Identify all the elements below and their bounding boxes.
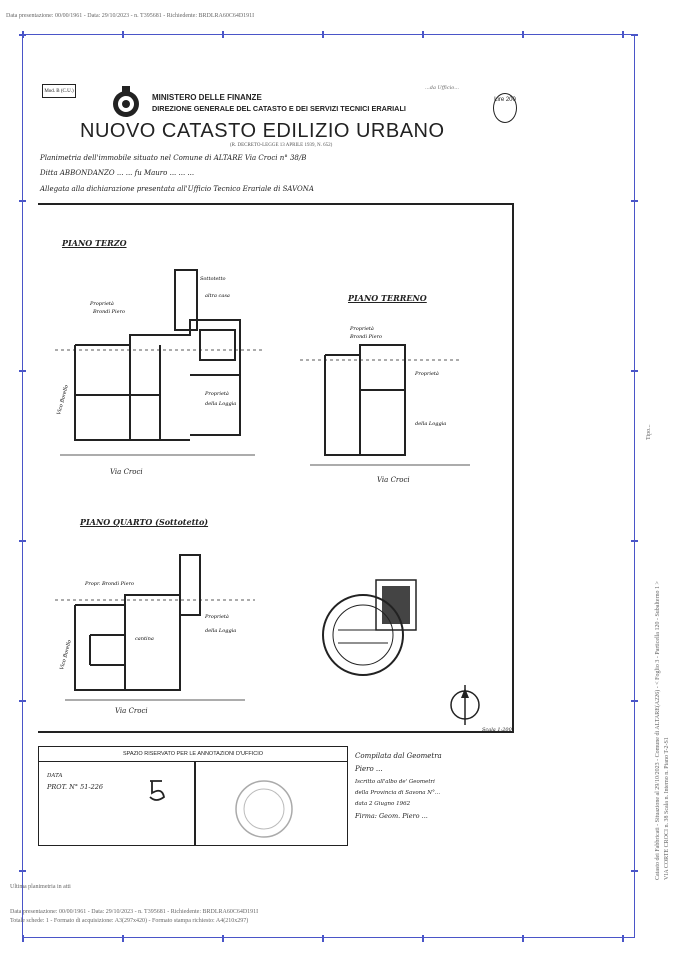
frame-tick-bottom bbox=[222, 935, 224, 942]
top-right-note: ...da Ufficio... bbox=[425, 85, 459, 91]
svg-text:altra casa: altra casa bbox=[205, 293, 230, 299]
label-via-croci-1: Via Croci bbox=[110, 468, 143, 476]
document-title: NUOVO CATASTO EDILIZIO URBANO bbox=[80, 120, 445, 142]
modello-box: Mod. B (C.U.) bbox=[42, 84, 76, 98]
frame-tick-left bbox=[19, 34, 26, 36]
frame-tick-right bbox=[631, 200, 638, 202]
emblem-icon bbox=[113, 86, 139, 117]
document-line2: Ditta ABBONDANZO ... ... fu Mauro ... ..… bbox=[40, 169, 195, 177]
ultima-planimetria: Ultima planimetria in atti bbox=[10, 884, 71, 890]
frame-tick-bottom bbox=[522, 935, 524, 942]
frame-tick-right bbox=[631, 34, 638, 36]
frame-tick-left bbox=[19, 870, 26, 872]
plan-piano-quarto: Propr. Brondi Piero Proprietà della Logg… bbox=[55, 554, 255, 701]
svg-text:Propr. Brondi Piero: Propr. Brondi Piero bbox=[84, 581, 134, 587]
svg-text:Proprietà: Proprietà bbox=[204, 613, 229, 620]
svg-text:della Loggia: della Loggia bbox=[205, 401, 236, 407]
ministry-line1: MINISTERO DELLE FINANZE bbox=[152, 93, 262, 102]
svg-text:Vico Borello: Vico Borello bbox=[59, 639, 73, 670]
side-stamp-3: Tipo... bbox=[646, 424, 652, 440]
label-piano-terzo: PIANO TERZO bbox=[62, 238, 127, 248]
svg-text:della Loggia: della Loggia bbox=[415, 421, 446, 427]
frame-tick-top bbox=[622, 31, 624, 38]
frame-tick-bottom bbox=[322, 935, 324, 942]
iscritto: Iscritto all'albo de' Geometri bbox=[355, 779, 435, 785]
svg-text:Vico Borello: Vico Borello bbox=[56, 384, 70, 415]
frame-tick-top bbox=[222, 31, 224, 38]
document-line1: Planimetria dell'immobile situato nel Co… bbox=[40, 154, 307, 162]
plan-piano-terzo: Proprietà Brondi Piero Proprietà della L… bbox=[55, 269, 265, 456]
svg-text:Brondi Piero: Brondi Piero bbox=[92, 309, 125, 315]
header-stamp: Data presentazione: 00/00/1961 - Data: 2… bbox=[6, 13, 255, 19]
svg-text:Proprietà: Proprietà bbox=[89, 300, 114, 307]
label-via-croci-2: Via Croci bbox=[377, 476, 410, 484]
data-firma: data 2 Giugno 1962 bbox=[355, 801, 411, 807]
document-subtitle: (R. DECRETO-LEGGE 13 APRILE 1939, N. 652… bbox=[230, 143, 333, 148]
annotations-box: SPAZIO RISERVATO PER LE ANNOTAZIONI D'UF… bbox=[38, 746, 348, 846]
provincia: della Provincia di Savona N°... bbox=[355, 790, 441, 796]
label-via-croci-3: Via Croci bbox=[115, 707, 148, 715]
firma: Firma: Geom. Piero ... bbox=[355, 812, 428, 820]
frame-tick-bottom bbox=[22, 935, 24, 942]
frame-tick-left bbox=[19, 200, 26, 202]
side-stamp-2: VIA CORTE CROCI n. 38 Scala n. Interno n… bbox=[664, 737, 670, 880]
frame-tick-bottom bbox=[622, 935, 624, 942]
faint-stamp bbox=[235, 780, 293, 838]
svg-text:Brondi Piero: Brondi Piero bbox=[349, 334, 382, 340]
footer-formats: Totale schede: 1 - Formato di acquisizio… bbox=[10, 918, 249, 924]
data-label: DATA bbox=[47, 773, 63, 779]
nome: Piero ... bbox=[355, 765, 383, 773]
scale-label: Scala 1:200 bbox=[482, 727, 512, 733]
prot-label: PROT. N° 51-226 bbox=[47, 783, 103, 791]
frame-tick-top bbox=[322, 31, 324, 38]
svg-text:Proprietà: Proprietà bbox=[349, 325, 374, 332]
frame-tick-top bbox=[422, 31, 424, 38]
handwritten-mark bbox=[149, 780, 165, 801]
document-line3: Allegata alla dichiarazione presentata a… bbox=[40, 185, 314, 193]
stamp-duty-badge: Lire 200 bbox=[493, 93, 517, 123]
svg-text:Proprietà: Proprietà bbox=[414, 370, 439, 377]
ministry-line2: DIREZIONE GENERALE DEL CATASTO E DEI SER… bbox=[152, 104, 406, 113]
compilato: Compilata dal Geometra bbox=[355, 752, 442, 760]
label-piano-quarto: PIANO QUARTO (Sottotetto) bbox=[80, 517, 209, 527]
frame-tick-left bbox=[19, 700, 26, 702]
page-frame bbox=[22, 34, 635, 938]
annotations-divider bbox=[194, 761, 196, 845]
postage-stamp-seal bbox=[322, 579, 417, 676]
footer-stamp: Data presentazione: 00/00/1961 - Data: 2… bbox=[10, 909, 259, 915]
frame-tick-right bbox=[631, 370, 638, 372]
frame-tick-left bbox=[19, 370, 26, 372]
label-piano-terreno: PIANO TERRENO bbox=[348, 293, 427, 303]
frame-tick-left bbox=[19, 540, 26, 542]
compiler-block: Compilata dal Geometra Piero ... Iscritt… bbox=[355, 752, 515, 820]
frame-tick-right bbox=[631, 540, 638, 542]
frame-tick-bottom bbox=[422, 935, 424, 942]
frame-tick-right bbox=[631, 700, 638, 702]
frame-tick-top bbox=[122, 31, 124, 38]
frame-tick-right bbox=[631, 870, 638, 872]
frame-tick-top bbox=[522, 31, 524, 38]
svg-text:Proprietà: Proprietà bbox=[204, 390, 229, 397]
plan-piano-terreno: Proprietà Brondi Piero Proprietà della L… bbox=[300, 325, 470, 466]
svg-text:cantina: cantina bbox=[135, 636, 154, 642]
annotations-header: SPAZIO RISERVATO PER LE ANNOTAZIONI D'UF… bbox=[39, 747, 347, 762]
frame-tick-bottom bbox=[122, 935, 124, 942]
side-stamp-1: Catasto dei Fabbricati - Situazione al 2… bbox=[655, 581, 661, 880]
north-arrow-icon bbox=[450, 685, 480, 725]
svg-text:della Loggia: della Loggia bbox=[205, 628, 236, 634]
floor-plan-sheet bbox=[38, 203, 514, 733]
svg-text:Sottotetto: Sottotetto bbox=[200, 276, 225, 282]
